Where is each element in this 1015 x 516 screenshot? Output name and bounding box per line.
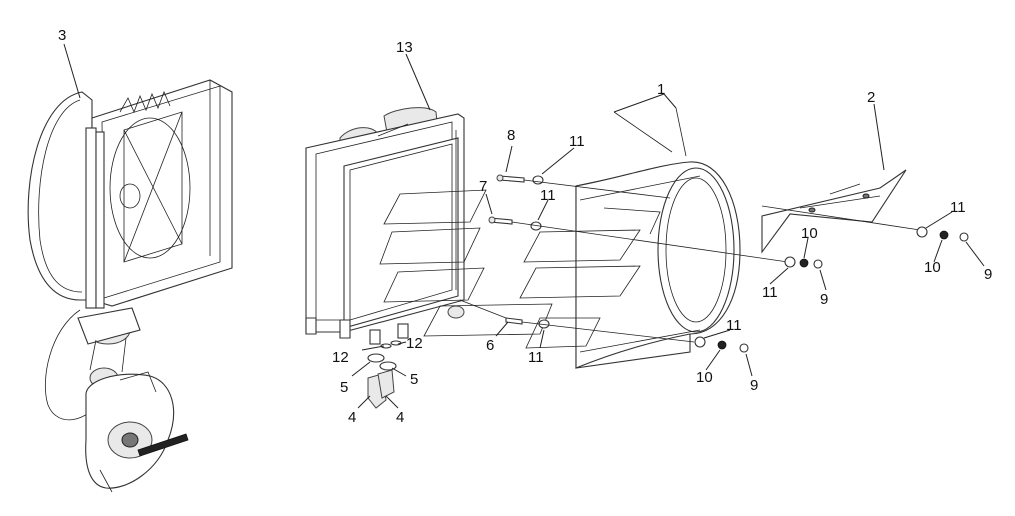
callout-5-right: 5 xyxy=(410,371,418,388)
callout-9-right: 9 xyxy=(984,266,992,283)
callout-2: 2 xyxy=(867,89,875,106)
callout-11-right: 11 xyxy=(950,199,966,216)
callout-13: 13 xyxy=(396,39,413,56)
callout-5-left: 5 xyxy=(340,379,348,396)
callout-11-lower: 11 xyxy=(528,349,544,366)
callout-9-mid: 9 xyxy=(820,291,828,308)
radiator xyxy=(305,107,465,409)
callout-9-low: 9 xyxy=(750,377,758,394)
callout-8: 8 xyxy=(507,127,515,144)
callout-4-left: 4 xyxy=(348,409,356,426)
callout-11-top: 11 xyxy=(569,133,585,150)
callout-1: 1 xyxy=(657,81,665,98)
callout-11-midright: 11 xyxy=(762,284,778,301)
mounting-bracket xyxy=(761,103,907,254)
callout-6: 6 xyxy=(486,337,494,354)
callout-labels: 3 13 1 2 8 11 7 11 11 10 10 9 11 9 11 6 … xyxy=(58,27,992,426)
callout-4-right: 4 xyxy=(396,409,404,426)
fasteners xyxy=(351,53,985,409)
callout-11-mid: 11 xyxy=(540,187,556,204)
fan-shroud xyxy=(379,93,741,369)
callout-12-right: 12 xyxy=(406,335,423,352)
callout-3: 3 xyxy=(58,27,66,44)
callout-7: 7 xyxy=(479,178,487,195)
callout-10-mid: 10 xyxy=(801,225,818,242)
callout-11-lowright: 11 xyxy=(726,317,742,334)
callout-10-right: 10 xyxy=(924,259,941,276)
assembled-cooling-unit xyxy=(27,43,233,493)
callout-12-left: 12 xyxy=(332,349,349,366)
callout-10-low: 10 xyxy=(696,369,713,386)
